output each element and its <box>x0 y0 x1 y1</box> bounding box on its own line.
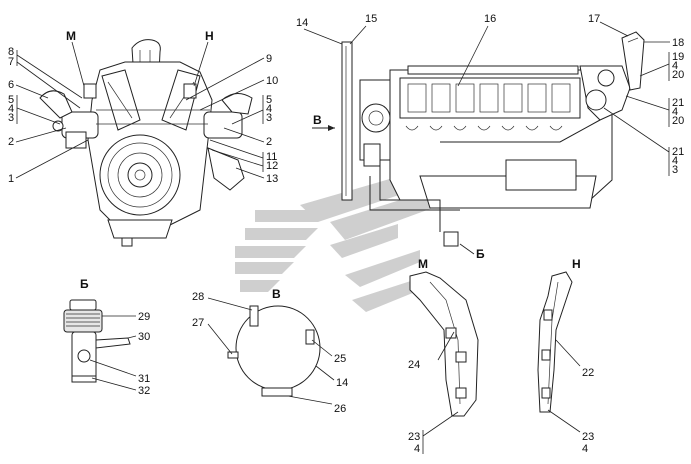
callout-4-side-b: 4 <box>672 106 678 118</box>
view-arrow-label-v: В <box>313 113 322 127</box>
callout-9: 9 <box>266 53 272 65</box>
callout-28: 28 <box>192 291 204 303</box>
callout-3: 3 <box>8 112 14 124</box>
bracket-h: Н 22 23 4 <box>537 257 594 455</box>
front-view-engine <box>39 39 253 247</box>
bracket-m: М 24 23 4 <box>408 257 479 455</box>
callout-5-right: 5 <box>266 94 272 106</box>
callout-2: 2 <box>8 136 14 148</box>
callout-7: 7 <box>8 56 14 68</box>
callout-21-b: 21 <box>672 146 684 158</box>
callout-23-h: 23 <box>582 431 594 443</box>
callout-29: 29 <box>138 311 150 323</box>
callout-4-side-c: 4 <box>672 155 678 167</box>
valve-cover-ribs <box>407 83 571 113</box>
view-label-m: М <box>66 29 76 43</box>
callout-12: 12 <box>266 160 278 172</box>
callout-4-right: 4 <box>266 103 272 115</box>
callout-32: 32 <box>138 385 150 397</box>
intake-ports <box>405 125 563 131</box>
callout-19: 19 <box>672 51 684 63</box>
callout-8: 8 <box>8 46 14 58</box>
side-view-engine <box>341 31 645 247</box>
side-view-callouts: В Б 14 15 16 17 18 19 4 20 21 4 20 21 4 … <box>296 13 684 261</box>
callout-15: 15 <box>365 13 377 25</box>
detail-v-title: В <box>272 287 281 301</box>
callout-4-side: 4 <box>672 60 678 72</box>
callout-4-h: 4 <box>582 443 588 455</box>
callout-20-b: 20 <box>672 115 684 127</box>
callout-3-right: 3 <box>266 112 272 124</box>
bracket-m-title: М <box>418 257 428 271</box>
callout-26: 26 <box>334 403 346 415</box>
callout-25: 25 <box>334 353 346 365</box>
callout-22: 22 <box>582 367 594 379</box>
callout-14-detail: 14 <box>336 377 348 389</box>
detail-b-title: Б <box>80 277 89 291</box>
callout-27: 27 <box>192 317 204 329</box>
callout-2-right: 2 <box>266 136 272 148</box>
callout-4: 4 <box>8 103 14 115</box>
detail-v-clamp: В 28 27 25 14 26 <box>192 287 348 415</box>
view-label-h: Н <box>205 29 214 43</box>
callout-3-side: 3 <box>672 164 678 176</box>
callout-b-marker: Б <box>476 247 485 261</box>
callout-6: 6 <box>8 79 14 91</box>
callout-23-m: 23 <box>408 431 420 443</box>
detail-b-filter: Б 29 30 31 32 <box>63 277 150 397</box>
callout-31: 31 <box>138 373 150 385</box>
callout-1: 1 <box>8 173 14 185</box>
callout-14: 14 <box>296 17 308 29</box>
callout-18: 18 <box>672 37 684 49</box>
callout-30: 30 <box>138 331 150 343</box>
callout-17: 17 <box>588 13 600 25</box>
callout-16: 16 <box>484 13 496 25</box>
front-view-callouts: М Н 8 7 6 5 4 3 2 1 9 10 5 4 3 2 11 12 <box>8 29 278 185</box>
bracket-h-title: Н <box>572 257 581 271</box>
callout-20: 20 <box>672 69 684 81</box>
callout-21-a: 21 <box>672 97 684 109</box>
callout-10: 10 <box>266 75 278 87</box>
callout-4-m: 4 <box>414 443 420 455</box>
callout-11: 11 <box>266 151 277 163</box>
callout-24: 24 <box>408 359 420 371</box>
callout-13: 13 <box>266 173 278 185</box>
callout-5: 5 <box>8 94 14 106</box>
